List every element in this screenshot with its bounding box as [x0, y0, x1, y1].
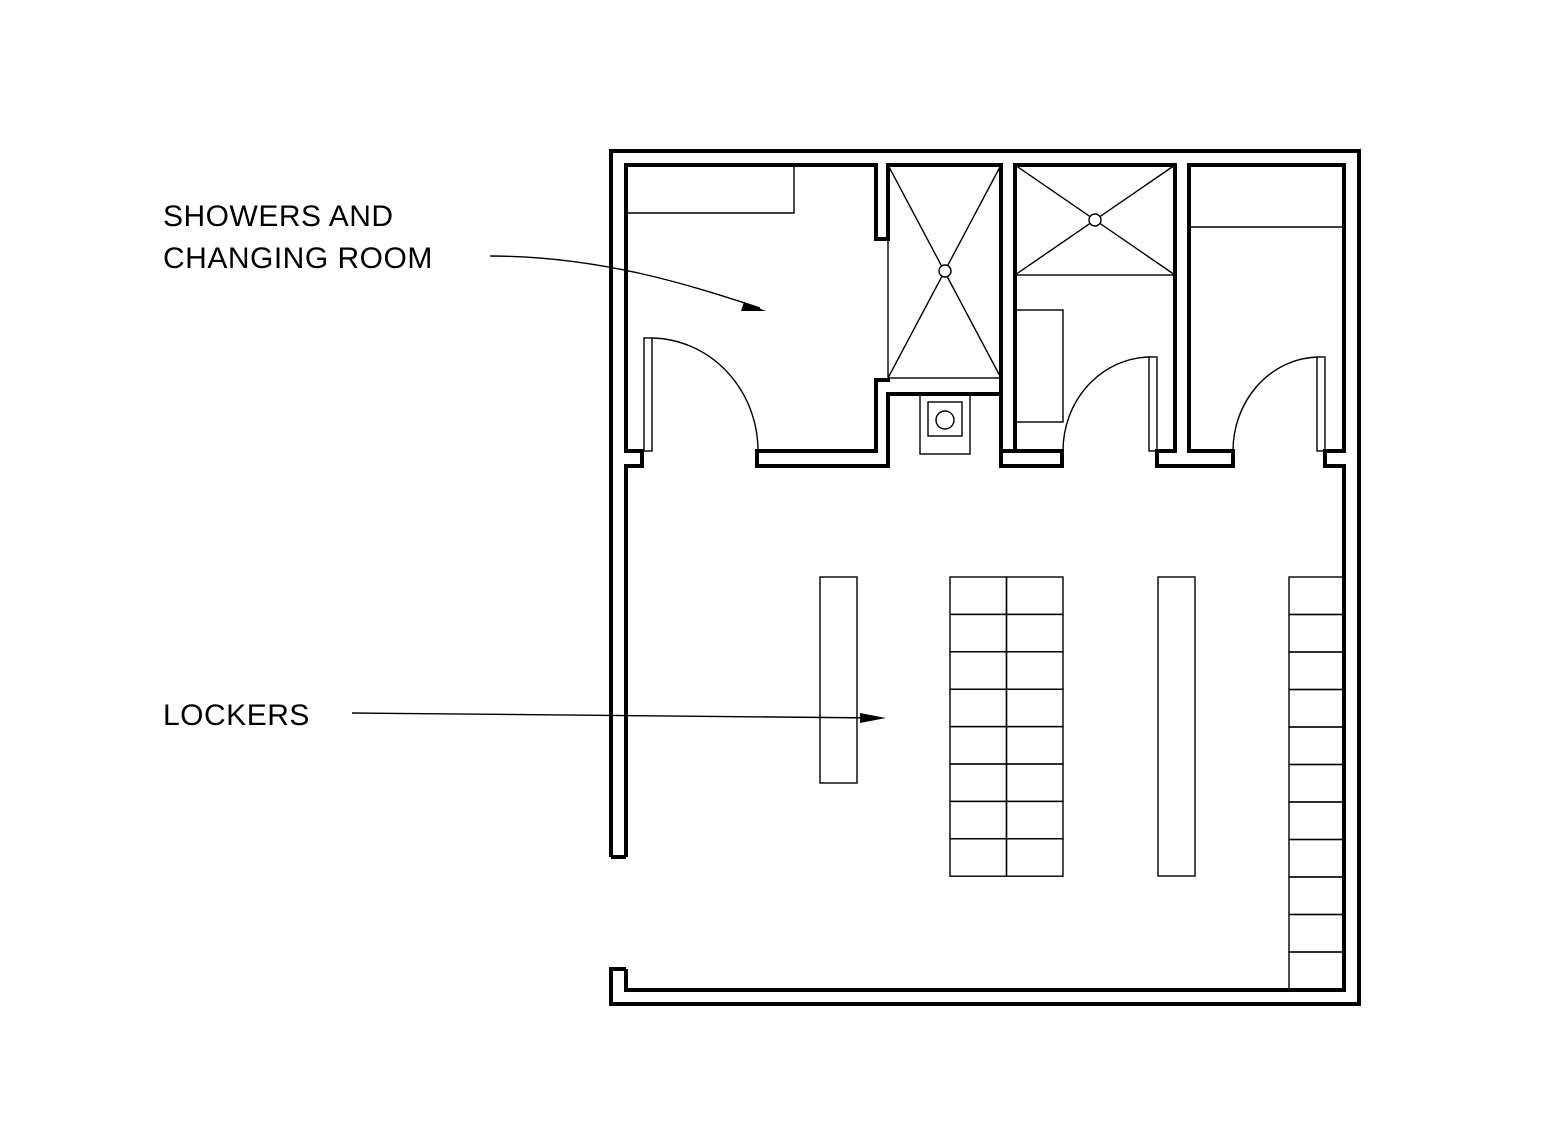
locker	[949, 576, 1008, 616]
bench-2	[1157, 576, 1196, 877]
locker	[949, 613, 1008, 653]
locker	[1288, 726, 1345, 766]
locker	[1005, 576, 1064, 616]
outer-walls	[609, 149, 1361, 1006]
locker	[1288, 763, 1345, 803]
locker	[1288, 651, 1345, 691]
locker	[1288, 838, 1345, 878]
door-changing-room	[643, 337, 759, 452]
locker	[949, 651, 1008, 690]
drain-icon	[1088, 213, 1102, 227]
locker	[1288, 876, 1345, 916]
locker	[1288, 801, 1345, 841]
locker	[949, 800, 1008, 840]
locker	[1005, 688, 1064, 728]
bench-1	[819, 576, 858, 784]
locker	[949, 763, 1008, 803]
lockers-label: LOCKERS	[163, 699, 310, 732]
lockers-leader	[351, 712, 886, 723]
locker	[1288, 913, 1345, 953]
shower-stall-1	[887, 164, 1002, 379]
showers-leader	[489, 255, 766, 311]
locker-bank-east	[1288, 576, 1345, 991]
locker-bank-center	[949, 576, 1064, 877]
locker	[1005, 651, 1064, 690]
showers-label-line2: CHANGING ROOM	[163, 242, 433, 275]
sink	[919, 393, 971, 455]
locker	[1288, 688, 1345, 728]
locker	[949, 688, 1008, 728]
locker	[949, 725, 1008, 765]
door-room-c	[1232, 356, 1326, 452]
locker	[1005, 613, 1064, 653]
locker	[1005, 838, 1064, 877]
shower-stall-2	[1014, 164, 1176, 276]
locker	[1005, 763, 1064, 803]
toilet-room-fixture	[1014, 309, 1064, 423]
locker	[1005, 725, 1064, 765]
changing-bench	[626, 165, 795, 214]
locker	[1005, 800, 1064, 840]
locker	[949, 838, 1008, 877]
showers-label-line1: SHOWERS AND	[163, 200, 394, 233]
drain-icon	[938, 264, 952, 278]
locker	[1288, 576, 1345, 616]
locker	[1288, 951, 1345, 991]
door-room-b	[1062, 356, 1158, 452]
locker	[1288, 613, 1345, 653]
